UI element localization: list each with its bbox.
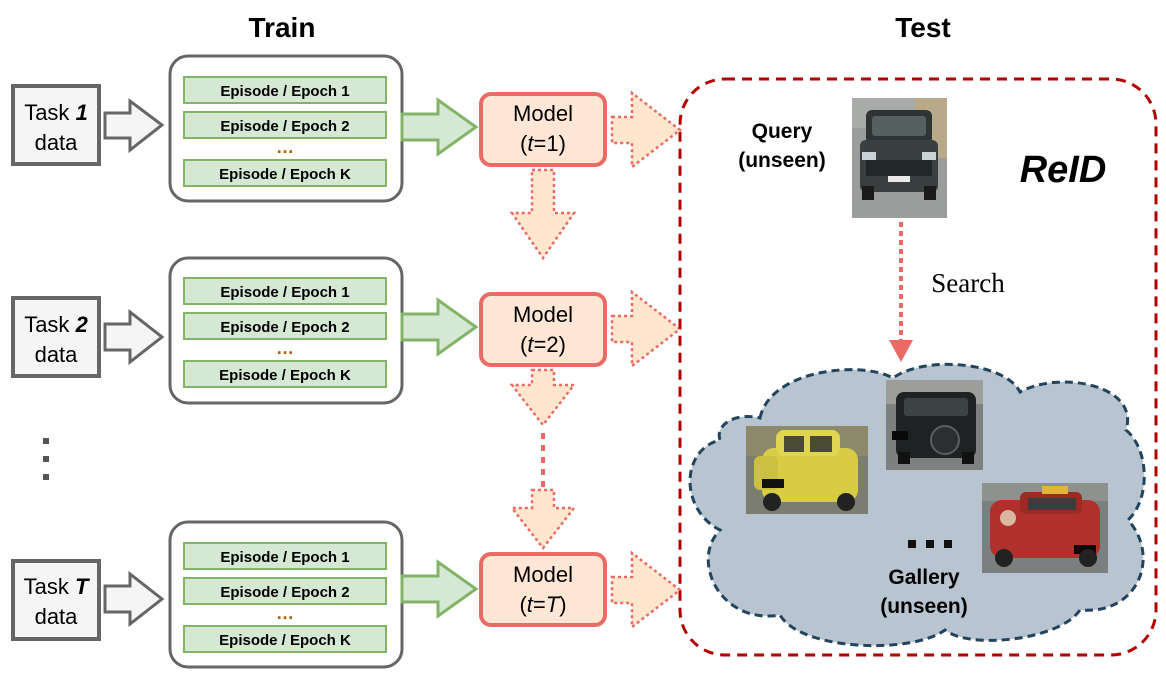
task-T-label: Task T <box>24 574 90 599</box>
task-2-data-box[interactable] <box>11 296 101 378</box>
episode-label: Episode / Epoch 2 <box>220 584 349 601</box>
gallery-image-red-car[interactable] <box>982 483 1108 573</box>
task-row-2: Task 2 data Episode / Epoch 1 Episode / … <box>11 256 683 428</box>
gallery-label-line2: (unseen) <box>880 595 968 618</box>
test-region <box>678 77 1158 657</box>
gallery-image-yellow-car[interactable] <box>746 426 868 514</box>
model-time-label: (t=2) <box>520 332 566 357</box>
task-T-data-label: data <box>35 604 79 629</box>
model-time-label: (t=T) <box>519 592 566 617</box>
reid-title: ReID <box>1020 149 1107 191</box>
task-2-data-label: data <box>35 342 79 367</box>
train-to-model-arrow-1 <box>400 97 479 157</box>
episode-ellipsis: … <box>276 603 294 623</box>
model-label: Model <box>513 101 573 126</box>
model-to-test-arrow-2 <box>610 289 683 369</box>
episode-label: Episode / Epoch 1 <box>220 549 349 566</box>
query-label-line1: Query <box>752 120 813 143</box>
gallery-label-line1: Gallery <box>888 566 960 589</box>
episode-ellipsis: … <box>276 137 294 157</box>
task-2-input-arrow <box>103 308 165 366</box>
episode-ellipsis: … <box>276 338 294 358</box>
search-label: Search <box>931 268 1005 298</box>
train-header: Train <box>249 12 316 43</box>
model-time-label: (t=1) <box>520 131 566 156</box>
episode-box[interactable] <box>183 360 387 388</box>
gallery-image-black-suv[interactable] <box>886 380 983 470</box>
episode-label: Episode / Epoch 2 <box>220 118 349 135</box>
model-label: Model <box>513 302 573 327</box>
task-1-data-label: data <box>35 130 79 155</box>
model-down-arrow-2 <box>509 368 577 428</box>
episode-box[interactable] <box>183 625 387 653</box>
query-image[interactable] <box>852 98 947 218</box>
model-box-T[interactable] <box>479 552 607 627</box>
test-header: Test <box>895 12 951 43</box>
model-down-arrow-1 <box>509 168 577 261</box>
episode-label: Episode / Epoch 1 <box>220 83 349 100</box>
vertical-ellipsis <box>43 438 49 480</box>
model-box-1[interactable] <box>479 92 607 167</box>
episode-box[interactable] <box>183 76 387 104</box>
model-down-arrow-3 <box>509 488 577 551</box>
train-to-model-arrow-2 <box>400 297 479 357</box>
episode-box[interactable] <box>183 111 387 139</box>
search-arrowhead <box>889 340 913 362</box>
task-1-data-box[interactable] <box>11 84 101 166</box>
task-1-label: Task 1 <box>24 100 88 125</box>
episode-label: Episode / Epoch K <box>219 166 351 183</box>
task-row-T: Task T data Episode / Epoch 1 Episode / … <box>11 520 683 669</box>
task-2-label: Task 2 <box>24 312 88 337</box>
task-T-data-box[interactable] <box>11 559 101 641</box>
model-box-2[interactable] <box>479 292 607 367</box>
task-1-input-arrow <box>103 98 165 154</box>
episode-label: Episode / Epoch 1 <box>220 284 349 301</box>
episode-label: Episode / Epoch 2 <box>220 319 349 336</box>
episode-box[interactable] <box>183 312 387 340</box>
model-to-test-arrow-1 <box>610 90 683 170</box>
model-label: Model <box>513 562 573 587</box>
query-label-line2: (unseen) <box>738 149 826 172</box>
episode-box[interactable] <box>183 577 387 605</box>
task-T-input-arrow <box>103 570 165 628</box>
episode-box[interactable] <box>183 159 387 187</box>
episode-box[interactable] <box>183 277 387 305</box>
episode-box[interactable] <box>183 542 387 570</box>
episode-label: Episode / Epoch K <box>219 632 351 649</box>
model-to-test-arrow-T <box>610 550 683 630</box>
episode-label: Episode / Epoch K <box>219 367 351 384</box>
gallery-ellipsis <box>908 540 952 548</box>
train-to-model-arrow-T <box>400 559 479 619</box>
task-row-1: Task 1 data Episode / Epoch 1 Episode / … <box>11 54 683 261</box>
